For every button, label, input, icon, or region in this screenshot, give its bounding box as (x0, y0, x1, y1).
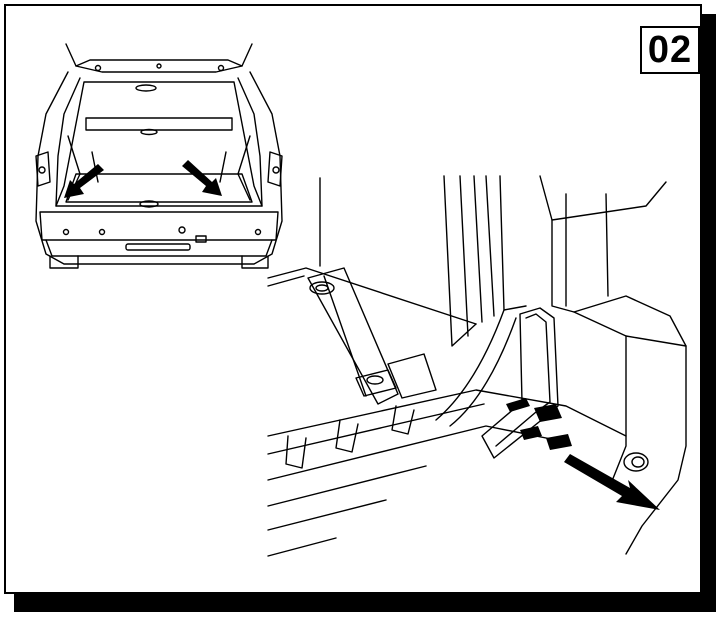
step-number-badge: 02 (640, 26, 700, 74)
instruction-panel: 02 (4, 4, 702, 594)
car-rear-overview-illustration (35, 43, 283, 269)
step-number: 02 (647, 29, 693, 71)
trunk-corner-trim-detail-illustration (267, 175, 687, 557)
